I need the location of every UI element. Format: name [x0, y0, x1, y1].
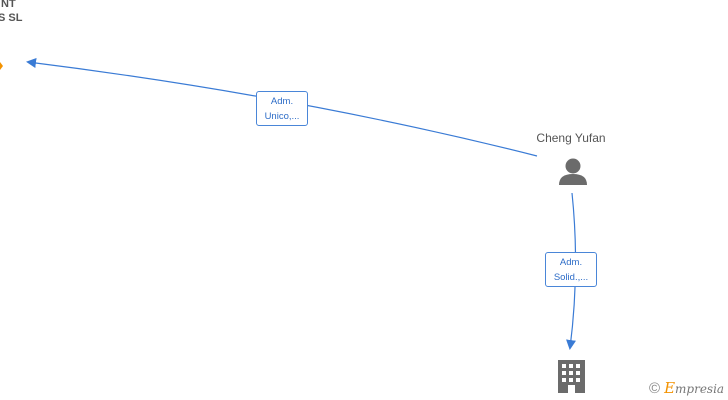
- edge-label-unico[interactable]: Adm. Unico,...: [256, 91, 308, 126]
- company-name-line2[interactable]: S SL: [0, 12, 23, 24]
- edge-label-line: Unico,...: [264, 111, 300, 122]
- brand-logo[interactable]: ©Empresia: [649, 379, 724, 397]
- person-name[interactable]: Cheng Yufan: [536, 131, 606, 145]
- edge-label-line: Solid.,...: [553, 272, 589, 283]
- brand-initial: E: [664, 379, 676, 397]
- edge-label-solid[interactable]: Adm. Solid.,...: [545, 252, 597, 287]
- building-icon[interactable]: [558, 360, 585, 393]
- edge-label-line: Adm.: [270, 96, 294, 107]
- copyright-icon: ©: [649, 380, 661, 397]
- company-node-marker: [0, 62, 3, 70]
- edge-label-line: Adm.: [559, 257, 583, 268]
- brand-name: mpresia: [675, 382, 725, 396]
- company-name-line1[interactable]: NT: [1, 0, 16, 10]
- person-icon: [559, 158, 587, 185]
